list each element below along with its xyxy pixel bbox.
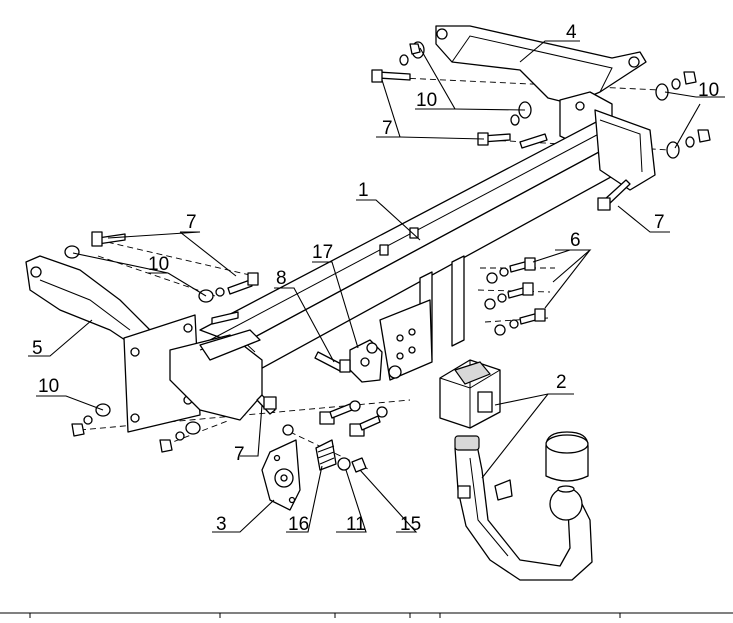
bolt-8 [314,351,351,373]
callout-5: 5 [32,338,43,359]
bolts-7 [91,69,631,415]
lower-mount-bolts [319,400,388,437]
callout-4: 4 [566,22,577,43]
left-beam-mount-plate [169,329,263,421]
title-block-border [0,612,733,618]
tow-bracket-plates [379,255,465,381]
callout-10-left: 10 [148,254,169,275]
callout-10-lower: 10 [38,376,59,397]
callout-15: 15 [400,514,421,535]
spring-washer-nut [282,424,367,473]
tow-ball-cap [545,431,589,482]
left-side-bracket [25,255,201,433]
socket-plate [261,439,301,511]
callout-7-top: 7 [382,118,393,139]
callout-7-bottom: 7 [234,444,245,465]
callout-16: 16 [288,514,309,535]
callout-1: 1 [358,180,369,201]
callout-10-top: 10 [416,90,437,111]
callout-7-right: 7 [654,212,665,233]
callout-6: 6 [570,230,581,251]
callout-3: 3 [216,514,227,535]
callout-7-left: 7 [186,212,197,233]
tow-ball-neck [454,435,593,581]
bolt-set-6 [484,257,546,336]
electrical-socket-housing [439,359,501,429]
washers-and-nuts [64,41,711,453]
callout-17: 17 [312,242,333,263]
callout-10-right: 10 [698,80,719,101]
callout-8: 8 [276,268,287,289]
callout-leaders [28,40,725,533]
callout-11: 11 [346,514,366,535]
callout-2: 2 [556,372,567,393]
callout-labels: 1 2 3 4 5 6 7 7 7 7 8 10 10 10 10 11 15 … [32,22,719,535]
